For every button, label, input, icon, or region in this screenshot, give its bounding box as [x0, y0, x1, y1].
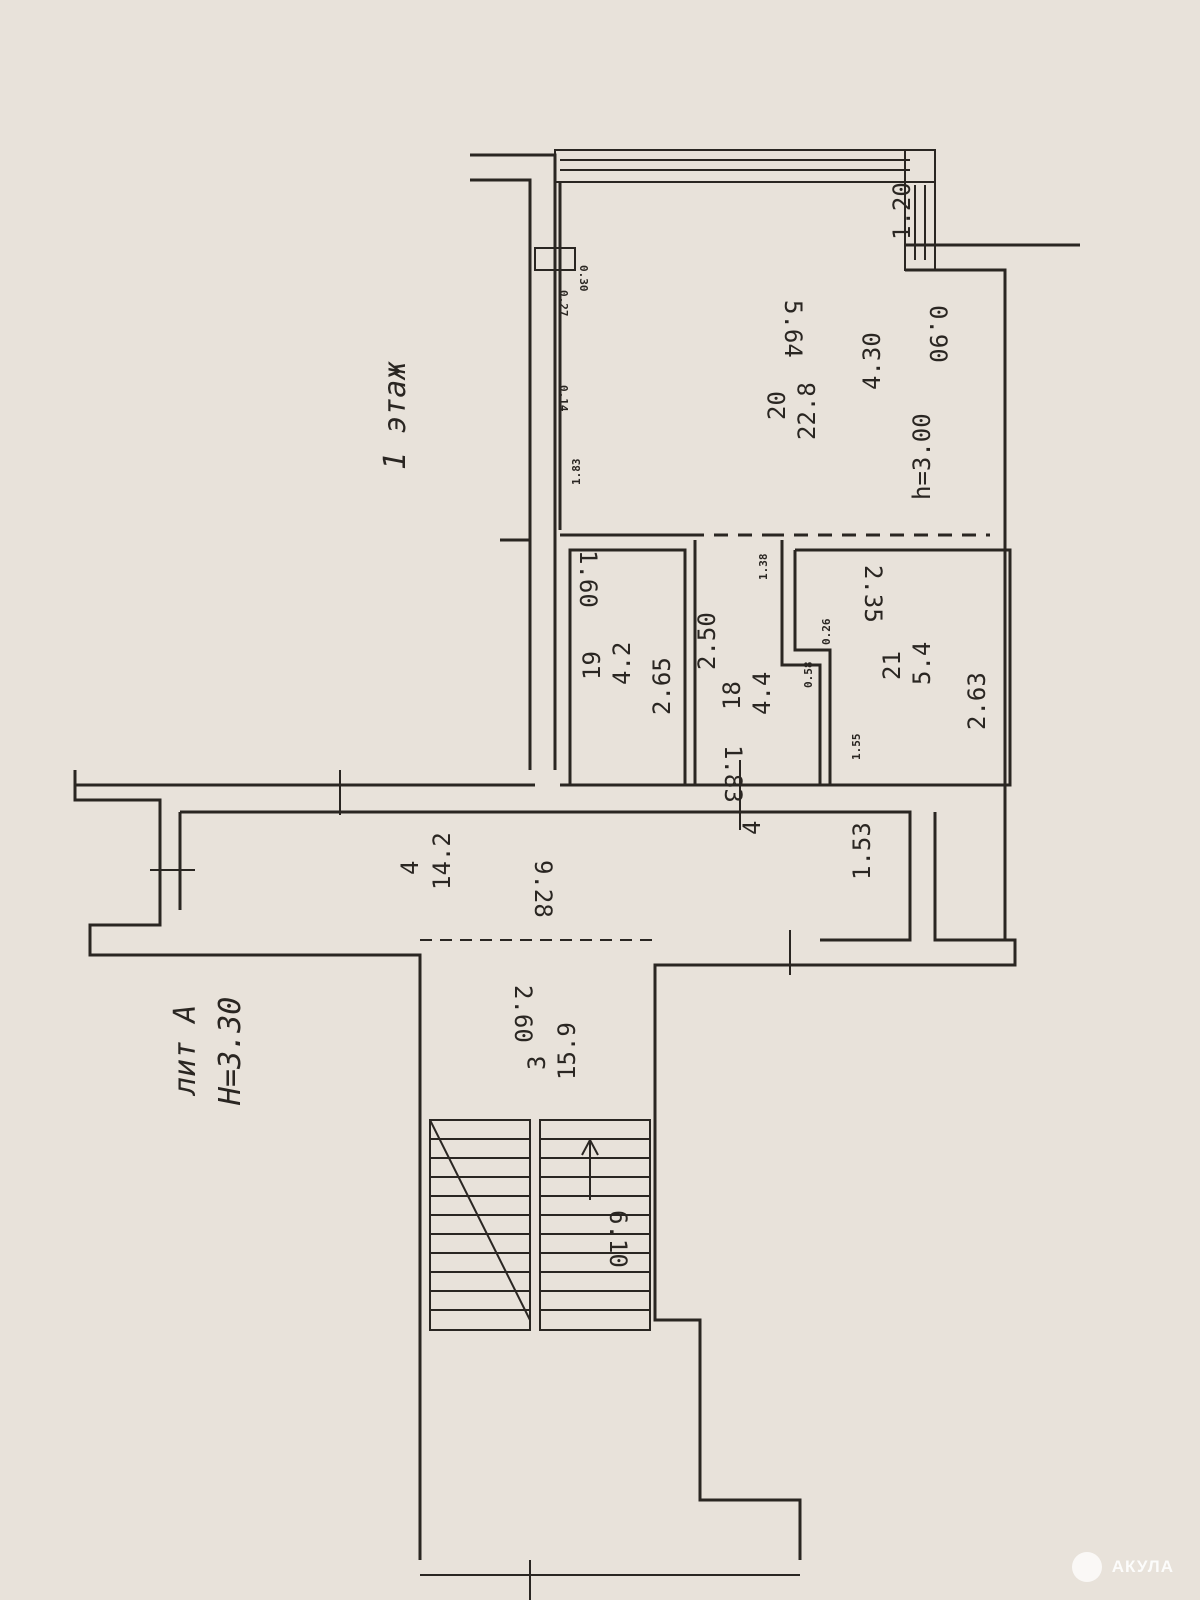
watermark-logo: АКУЛА: [1071, 1552, 1174, 1582]
room-21-area: 5.4: [908, 642, 936, 685]
dimension: 1.60: [574, 550, 602, 608]
section-mark: 4: [738, 821, 766, 835]
room-19-number: 19: [578, 651, 606, 680]
dimension: 1.38: [757, 554, 770, 581]
room-18-number: 18: [718, 681, 746, 710]
building-height: H=3.30: [213, 997, 248, 1106]
dimension: 1.53: [848, 822, 876, 880]
room-19-area: 4.2: [608, 642, 636, 685]
dimension: 2.35: [859, 565, 887, 623]
dimension: 0.27: [557, 290, 570, 317]
room-20-number: 20: [763, 391, 791, 420]
room-3-number: 3: [523, 1056, 551, 1070]
window-top: [554, 149, 936, 183]
dimension: 2.65: [648, 657, 676, 715]
dimension: 1.83: [570, 459, 583, 486]
watermark-brand: АКУЛА: [1111, 1557, 1174, 1576]
labels: 1 этаж лит А H=3.30 20 22.8 5.64 4.30 0.…: [168, 182, 991, 1268]
room-21-number: 21: [878, 651, 906, 680]
stair-flight-up: [539, 1119, 651, 1331]
dimension: 1.83: [719, 745, 747, 803]
dimension: 0.14: [557, 385, 570, 412]
dimension: 2.50: [693, 612, 721, 670]
walls: [73, 149, 1080, 1600]
dimension: 2.63: [963, 672, 991, 730]
dimension: 0.26: [820, 618, 833, 645]
dimension: 4.30: [858, 332, 886, 390]
dimension: 6.10: [604, 1210, 632, 1268]
room-18-area: 4.4: [748, 672, 776, 715]
liter-label: лит А: [168, 1005, 203, 1097]
room-4-area: 14.2: [428, 832, 456, 890]
dimension: 5.64: [779, 300, 807, 358]
room-height: h=3.00: [908, 413, 936, 500]
floor-title: 1 этаж: [378, 361, 413, 470]
dimension: 2.60: [509, 985, 537, 1043]
dimension: 1.20: [888, 182, 916, 240]
stair-flight-down: [429, 1119, 531, 1331]
dimension: 9.28: [529, 860, 557, 918]
dimension: 0.58: [802, 662, 815, 689]
column: [534, 247, 576, 271]
dimension: 0.30: [577, 265, 590, 292]
room-20-area: 22.8: [793, 382, 821, 440]
shark-logo-icon: [1071, 1552, 1102, 1582]
room-3-area: 15.9: [553, 1022, 581, 1080]
dimension: 0.90: [924, 305, 952, 363]
room-4-number: 4: [396, 861, 424, 875]
dimension: 1.55: [850, 734, 863, 761]
